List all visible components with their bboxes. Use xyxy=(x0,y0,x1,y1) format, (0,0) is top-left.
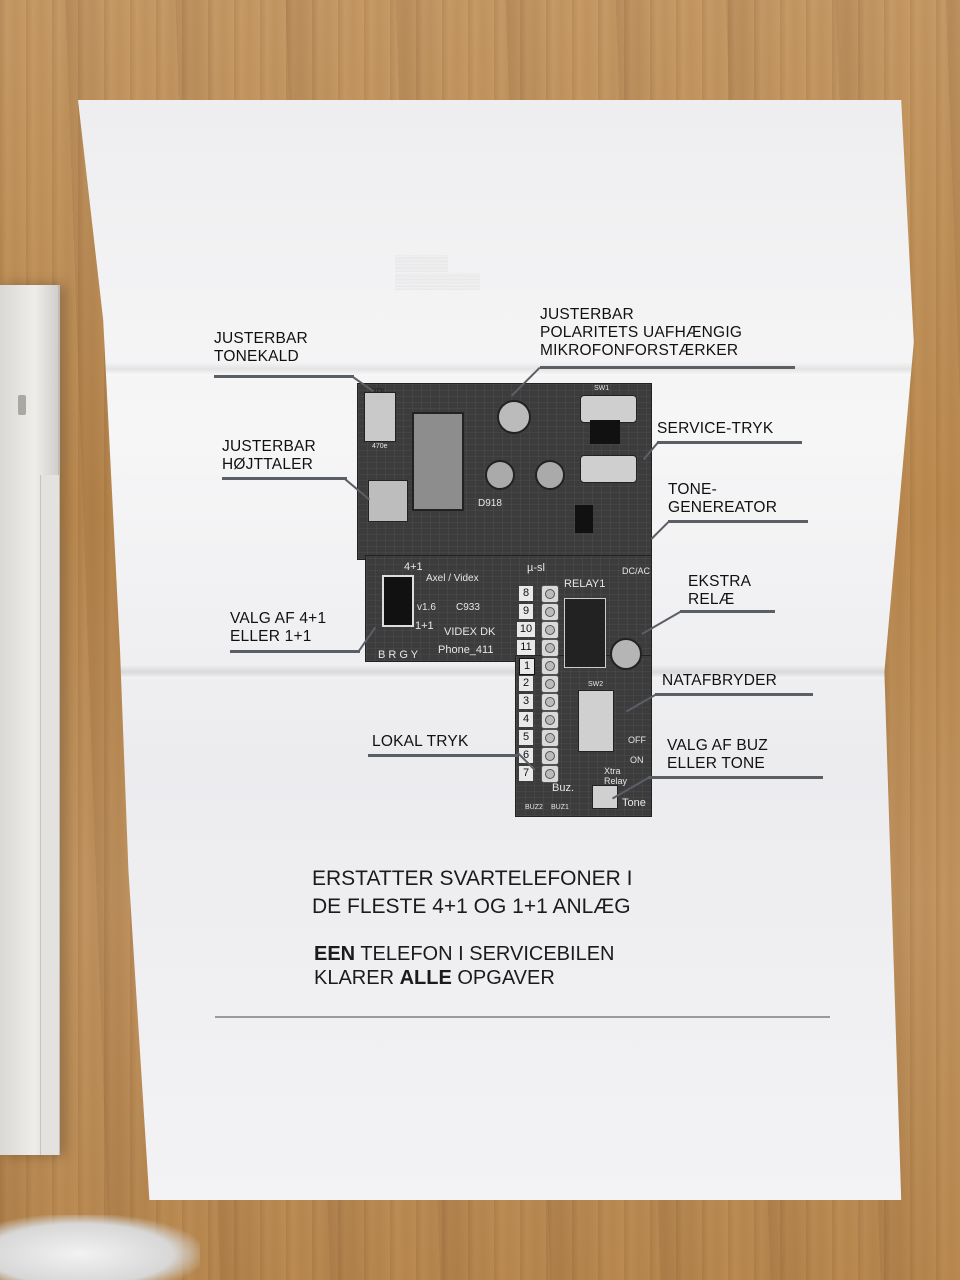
callout-hoejttaler: JUSTERBAR HØJTTALER xyxy=(222,438,316,473)
board-label-axel: Axel / Videx xyxy=(426,573,479,584)
screw-terminal xyxy=(541,675,559,693)
terminal-number: 4 xyxy=(519,712,533,727)
ic-chip xyxy=(575,505,593,533)
device-edge xyxy=(40,475,59,1155)
board-label-colors: B R G Y xyxy=(378,649,419,661)
callout-service: SERVICE-TRYK xyxy=(657,420,774,437)
tone-potentiometer xyxy=(364,392,396,442)
board-label-xtra: Xtra Relay xyxy=(604,766,628,786)
relay xyxy=(564,598,606,668)
paper-fold xyxy=(78,362,914,376)
terminal-number: 11 xyxy=(517,640,535,655)
intercom-device xyxy=(0,285,60,1155)
board-label-buz2: BUZ2 xyxy=(525,804,543,811)
board-label-1plus1: 1+1 xyxy=(415,620,434,632)
screw-terminal xyxy=(541,621,559,639)
capacitor xyxy=(485,460,515,490)
terminal-number: 3 xyxy=(519,694,533,709)
callout-tonegen: TONE- GENEREATOR xyxy=(668,481,778,516)
screw-terminal xyxy=(541,639,559,657)
service-button xyxy=(580,455,637,483)
capacitor xyxy=(535,460,565,490)
callout-ekstra: EKSTRA RELÆ xyxy=(688,573,752,608)
dip-switch xyxy=(382,575,414,627)
callout-mikrofon: JUSTERBAR POLARITETS UAFHÆNGIG MIKROFONF… xyxy=(540,306,743,359)
callout-underline xyxy=(540,366,795,369)
callout-lokal: LOKAL TRYK xyxy=(372,733,469,750)
callout-natafbryder: NATAFBRYDER xyxy=(662,672,778,689)
screw-terminal xyxy=(541,711,559,729)
screw-terminal xyxy=(541,765,559,783)
screw-terminal xyxy=(541,603,559,621)
board-label-phone: Phone_411 xyxy=(438,644,494,656)
board-label-4plus1: 4+1 xyxy=(404,561,423,573)
mic-potentiometer xyxy=(497,400,531,434)
board-label-sw1: SW1 xyxy=(594,385,610,392)
terminal-number: 8 xyxy=(519,586,533,601)
tagline: EEN TELEFON I SERVICEBILEN KLARER ALLE O… xyxy=(314,942,614,990)
paper-fold xyxy=(78,665,914,679)
callout-underline xyxy=(368,754,518,757)
service-button xyxy=(580,395,637,423)
terminal-number: 10 xyxy=(517,622,535,637)
board-label-relay: RELAY1 xyxy=(564,578,606,590)
board-label-d918: D918 xyxy=(478,498,502,509)
board-label-dcac: DC/AC xyxy=(622,566,651,576)
callout-valgbuz: VALG AF BUZ ELLER TONE xyxy=(667,737,768,772)
board-label-c933: C933 xyxy=(456,602,480,613)
speaker-potentiometer xyxy=(368,480,408,522)
board-label-buz: Buz. xyxy=(552,782,575,794)
screw-terminal xyxy=(541,657,559,675)
callout-underline xyxy=(230,650,360,653)
board-label-version: v1.6 xyxy=(417,602,436,613)
board-label-on: ON xyxy=(630,755,644,765)
plastic-bag xyxy=(0,1215,200,1280)
callout-underline xyxy=(680,610,775,613)
terminal-number: 2 xyxy=(519,676,533,691)
callout-underline xyxy=(222,477,347,480)
screw-terminal xyxy=(541,585,559,603)
board-label-off: OFF xyxy=(628,735,646,745)
tagline-line-2: KLARER ALLE OPGAVER xyxy=(314,967,555,989)
ic-chip xyxy=(590,420,620,444)
chip-large xyxy=(412,412,464,511)
tagline-line-1: EEN TELEFON I SERVICEBILEN xyxy=(314,943,615,965)
night-switch xyxy=(578,690,614,752)
callout-underline xyxy=(657,441,802,444)
board-label-vol: VOL xyxy=(372,388,387,395)
screw-terminal xyxy=(541,747,559,765)
board-label-tone: Tone xyxy=(622,797,646,809)
headline: ERSTATTER SVARTELEFONER I DE FLESTE 4+1 … xyxy=(312,867,633,918)
device-notch xyxy=(18,395,26,415)
callout-underline xyxy=(668,520,808,523)
callout-valg41: VALG AF 4+1 ELLER 1+1 xyxy=(230,610,327,645)
board-label-buz1: BUZ1 xyxy=(551,804,569,811)
board-label-mu: µ-sl xyxy=(527,562,545,574)
terminal-number: 5 xyxy=(519,730,533,745)
callout-tonekald: JUSTERBAR TONEKALD xyxy=(214,330,308,365)
callout-underline xyxy=(214,375,354,378)
board-label-sw2: SW2 xyxy=(588,681,604,688)
callout-underline xyxy=(648,776,823,779)
battery xyxy=(610,638,642,670)
terminal-number: 9 xyxy=(519,604,533,619)
screw-terminal xyxy=(541,693,559,711)
terminal-number: 7 xyxy=(519,766,533,781)
callout-underline xyxy=(655,693,813,696)
board-label-videx: VIDEX DK xyxy=(444,626,496,638)
board-label-470e: 470e xyxy=(372,443,388,450)
terminal-number: 1 xyxy=(519,658,535,675)
bleed-through-text: ▒▒▒▒▒▒▒▒▒▒▒▒▒ xyxy=(395,255,481,290)
screw-terminal xyxy=(541,729,559,747)
horizontal-rule xyxy=(215,1016,830,1018)
